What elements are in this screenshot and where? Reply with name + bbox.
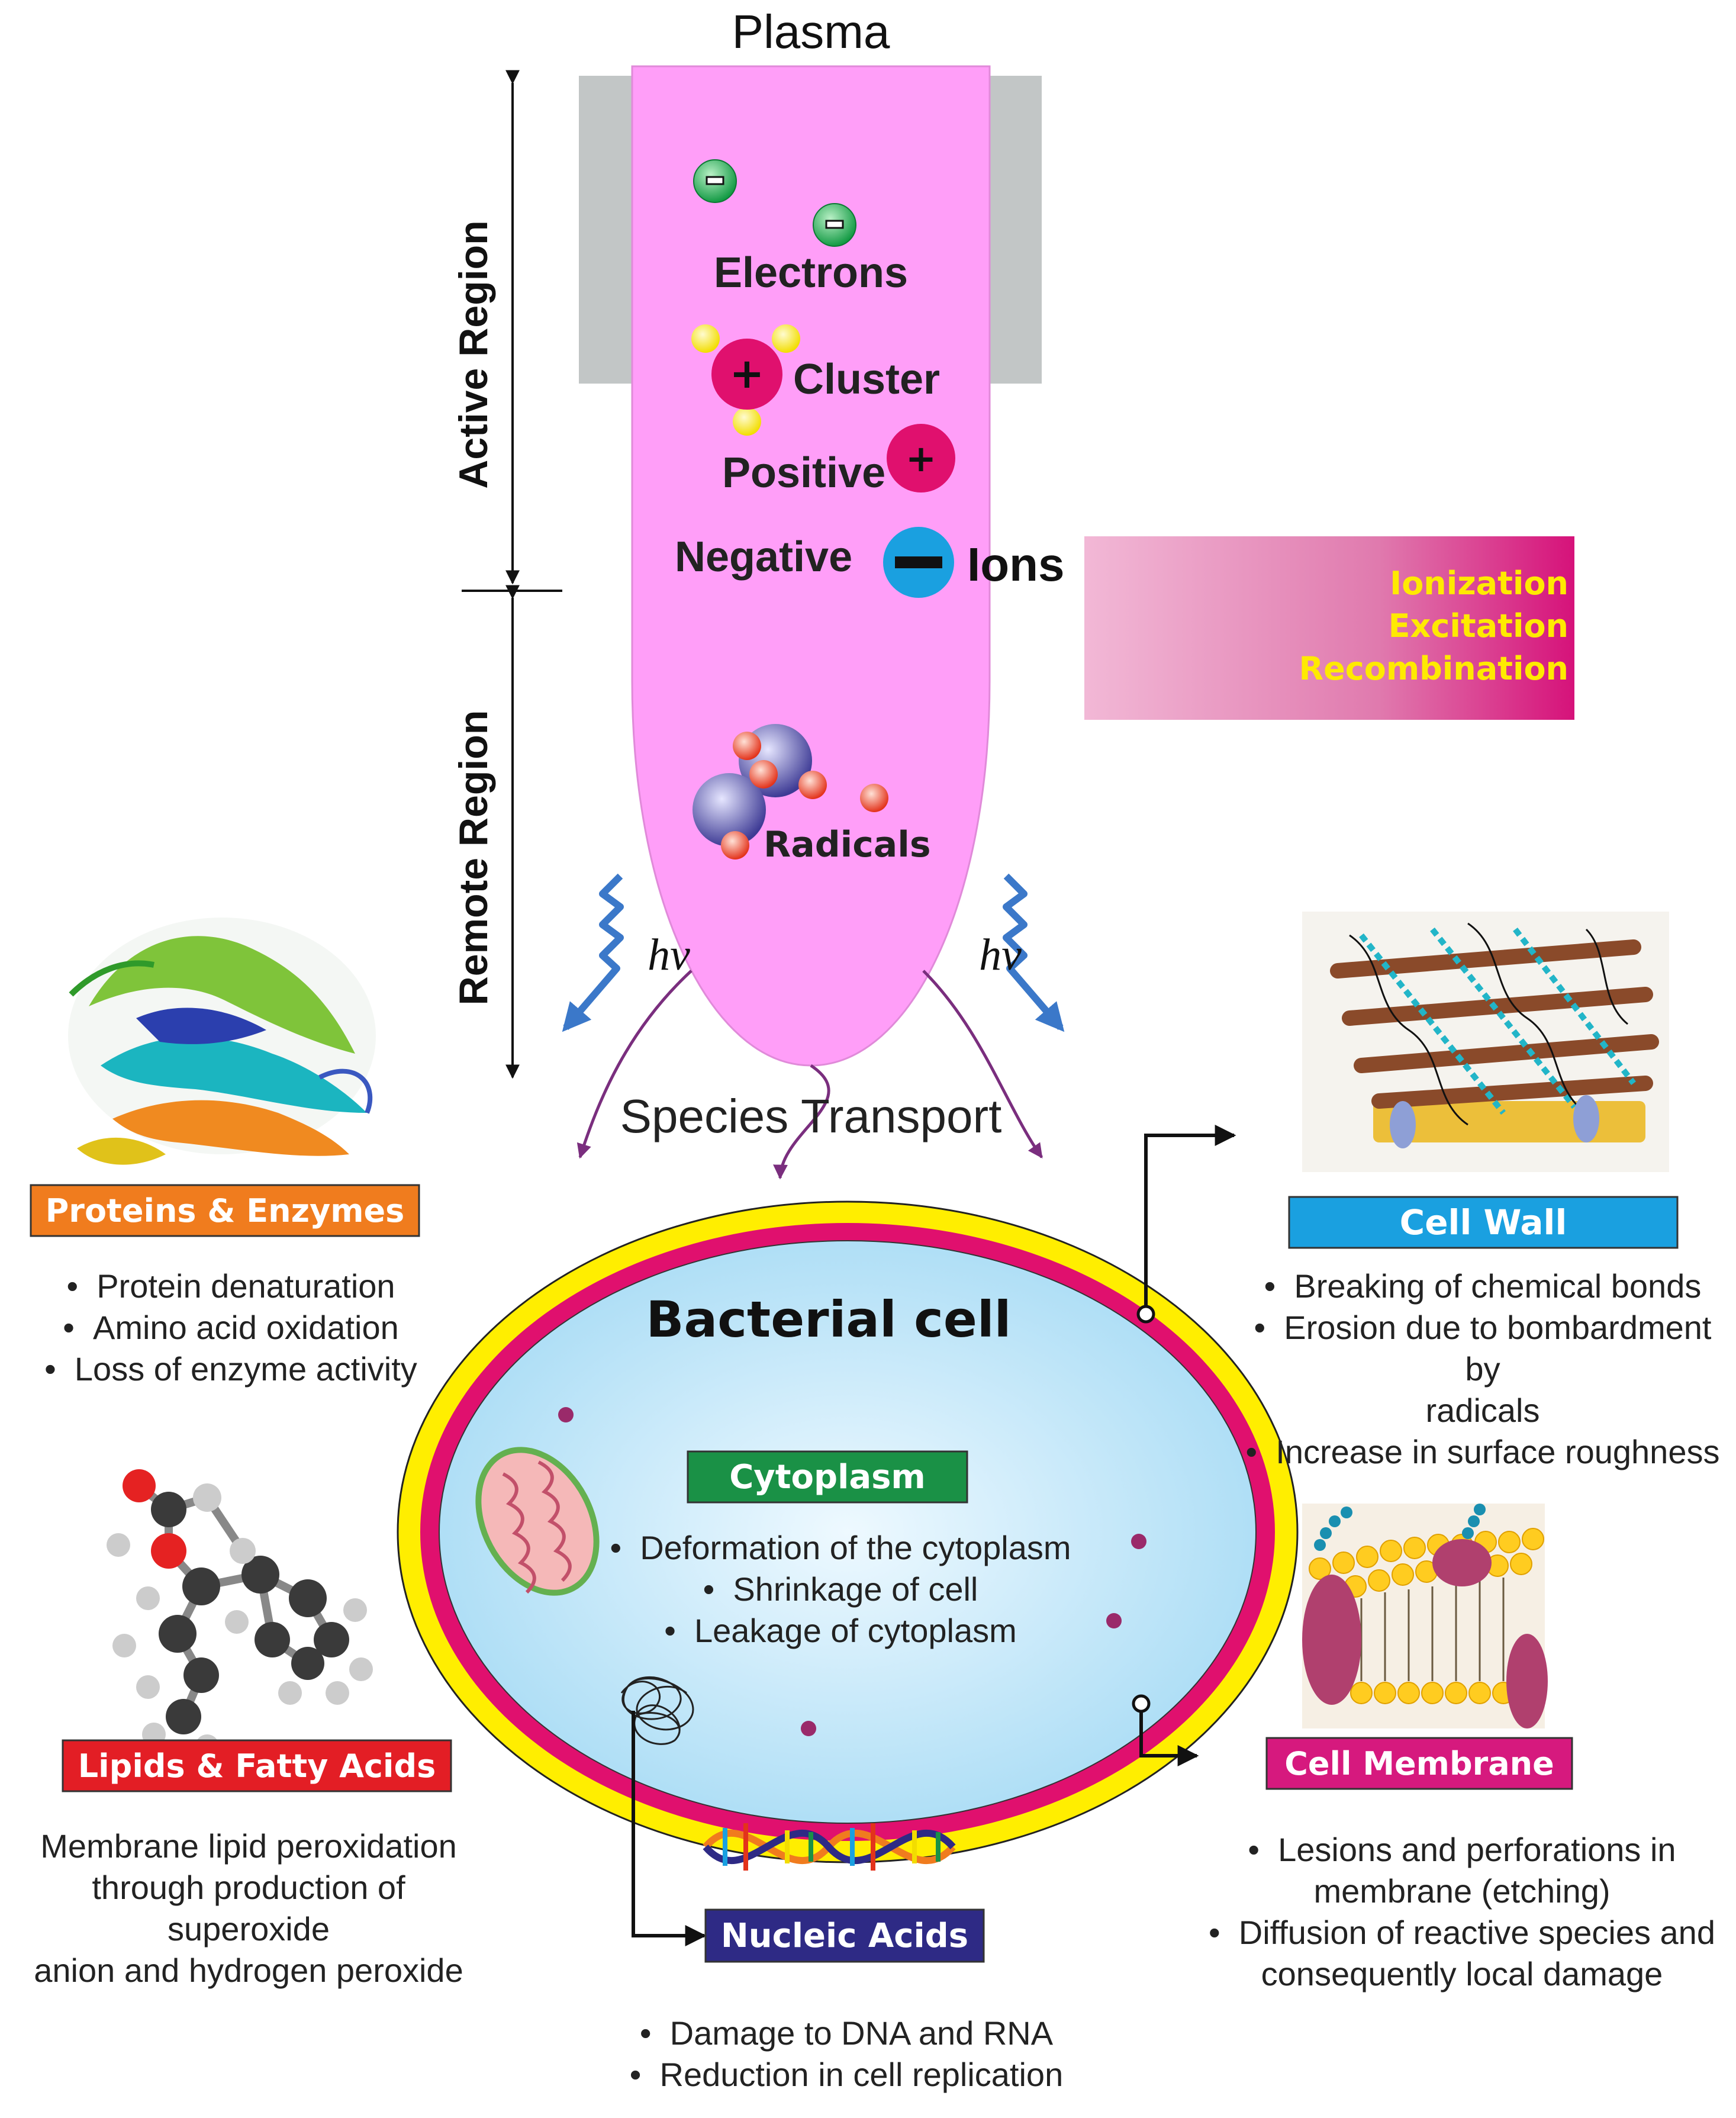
- list-item: anion and hydrogen peroxide: [34, 1952, 463, 1989]
- list-item: • Erosion due to bombardment by: [1254, 1309, 1712, 1388]
- list-item: Damage to DNA and RNA: [598, 2013, 1095, 2054]
- radicals-molecules: [693, 724, 888, 860]
- membrane-connector-node: [1132, 1694, 1151, 1713]
- list-item: Loss of enzyme activity: [24, 1348, 438, 1390]
- negative-ion: [883, 527, 954, 598]
- process-ionization: Ionization: [1390, 565, 1568, 602]
- nucleic-acids-box: [704, 1908, 985, 1963]
- hv-right-arrow: [1003, 873, 1065, 1032]
- nucleic-acids-label: Nucleic Acids: [720, 1916, 969, 1955]
- negative-label: Negative: [675, 533, 853, 581]
- lipids-effects: Membrane lipid peroxidation through prod…: [12, 1826, 485, 1991]
- cell-wall-box: [1288, 1196, 1679, 1249]
- list-item: Membrane lipid peroxidation: [40, 1827, 457, 1865]
- list-item: • Diffusion of reactive species and: [1209, 1914, 1715, 1951]
- lipids-box: [62, 1739, 452, 1792]
- mitochondrion: [475, 1447, 600, 1596]
- hv-left-label: hv: [648, 930, 690, 980]
- protein-structure-image: [68, 918, 376, 1165]
- lipid-molecule-image: [107, 1469, 373, 1758]
- species-transport-arrows: [576, 970, 1043, 1180]
- electron-particle: [813, 203, 856, 247]
- hv-left-arrow: [562, 873, 624, 1032]
- proteins-label: Proteins & Enzymes: [45, 1192, 405, 1229]
- cytoplasm-box: [687, 1450, 968, 1504]
- list-item: Deformation of the cytoplasm: [592, 1527, 1089, 1569]
- list-item: Reduction in cell replication: [598, 2054, 1095, 2096]
- cell-wall-effects: • Breaking of chemical bonds • Erosion d…: [1237, 1266, 1728, 1473]
- electron-particle: [693, 159, 737, 203]
- cell-membrane-image: [1302, 1504, 1548, 1728]
- list-item: • Increase in surface roughness: [1245, 1433, 1720, 1470]
- species-transport-label: Species Transport: [620, 1090, 1002, 1142]
- bacterial-cell-title: Bacterial cell: [646, 1290, 1012, 1348]
- ribosome-dots: [558, 1407, 1146, 1736]
- list-item: • Lesions and perforations in: [1248, 1831, 1676, 1868]
- positive-label: Positive: [722, 449, 886, 497]
- lipids-label: Lipids & Fatty Acids: [78, 1747, 436, 1785]
- process-list: Ionization Excitation Recombination: [1089, 562, 1569, 690]
- hv-right-label: hv: [979, 930, 1022, 980]
- ions-label: Ions: [967, 538, 1065, 591]
- cytoplasm-effects: Deformation of the cytoplasm Shrinkage o…: [592, 1527, 1089, 1652]
- list-item: Amino acid oxidation: [24, 1307, 438, 1348]
- svg-text:+: +: [906, 437, 936, 480]
- proteins-effects: Protein denaturation Amino acid oxidatio…: [24, 1266, 438, 1390]
- cluster-label: Cluster: [793, 356, 941, 403]
- list-item: radicals: [1425, 1392, 1540, 1429]
- positive-ion: +: [887, 424, 955, 493]
- list-item: Leakage of cytoplasm: [592, 1610, 1089, 1652]
- radicals-label: Radicals: [764, 824, 931, 865]
- list-item: consequently local damage: [1261, 1955, 1663, 1993]
- cell-membrane-label: Cell Membrane: [1284, 1744, 1554, 1782]
- process-box: [1084, 536, 1574, 720]
- proteins-box: [30, 1184, 420, 1237]
- cell-membrane-box: [1265, 1737, 1573, 1790]
- region-axis: [462, 70, 562, 1079]
- cluster-ion: +: [691, 324, 800, 436]
- plasma-title: Plasma: [732, 5, 890, 58]
- process-excitation: Excitation: [1388, 607, 1568, 645]
- active-region-label: Active Region: [451, 220, 496, 489]
- nucleic-acids-effects: Damage to DNA and RNA Reduction in cell …: [598, 2013, 1095, 2096]
- list-item: Shrinkage of cell: [592, 1569, 1089, 1610]
- wall-connector-node: [1136, 1305, 1155, 1324]
- cell-membrane-effects: • Lesions and perforations in membrane (…: [1196, 1829, 1728, 1995]
- list-item: through production of superoxide: [92, 1869, 405, 1948]
- connectors: [632, 1125, 1236, 1946]
- list-item: Protein denaturation: [24, 1266, 438, 1307]
- cell-wall-image: [1302, 912, 1669, 1172]
- cytoplasm-label: Cytoplasm: [729, 1457, 926, 1496]
- list-item: membrane (etching): [1313, 1872, 1611, 1910]
- cell-wall-label: Cell Wall: [1399, 1202, 1567, 1243]
- dna-helix-image: [703, 1823, 956, 1871]
- electrons-label: Electrons: [713, 249, 909, 297]
- list-item: • Breaking of chemical bonds: [1264, 1267, 1702, 1305]
- nucleoid-tangle: [620, 1676, 694, 1745]
- process-recombination: Recombination: [1299, 650, 1569, 687]
- remote-region-label: Remote Region: [451, 710, 496, 1006]
- svg-text:+: +: [730, 349, 765, 398]
